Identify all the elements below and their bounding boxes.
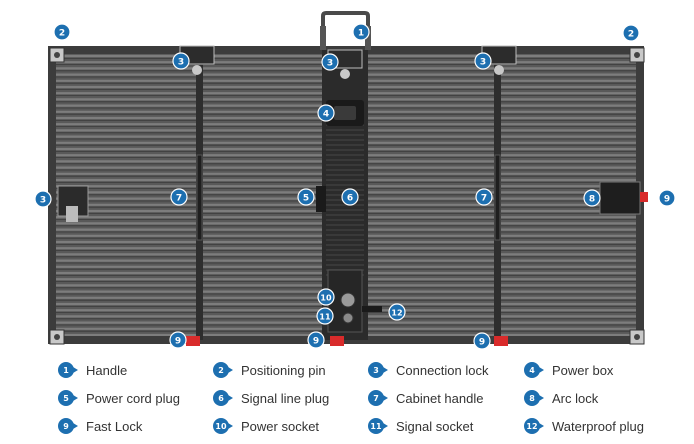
waterproof-plug-body (362, 306, 382, 312)
callout-number: 3 (327, 58, 333, 68)
callout-number: 11 (319, 312, 331, 321)
callout-number: 5 (303, 193, 309, 203)
fast-lock-tab-bottom (494, 336, 508, 346)
corner-pin-hole (634, 334, 640, 340)
cabinet-handle-grip (197, 155, 202, 240)
corner-pin-hole (54, 52, 60, 58)
callout-number: 3 (40, 195, 46, 205)
left-lock-knob (66, 206, 78, 222)
connection-lock-knob (340, 69, 350, 79)
callout-waterproof-plug: 12 (389, 304, 405, 320)
signal-socket-body (343, 313, 353, 323)
callout-handle: 1 (353, 24, 369, 40)
callout-number: 3 (480, 57, 486, 67)
callout-lock-top-left: 3 (173, 53, 189, 69)
callout-pin-left: 2 (54, 24, 70, 40)
callout-cabinet-handle-left: 7 (171, 189, 187, 205)
callout-number: 12 (391, 308, 402, 317)
callout-number: 7 (176, 193, 182, 203)
callout-arc-lock: 8 (584, 190, 600, 206)
fast-lock-tab-bottom (330, 336, 344, 346)
callout-number: 2 (628, 29, 634, 39)
callout-signal-socket: 11 (317, 308, 333, 324)
handle-post-left (320, 26, 326, 50)
connection-lock-knob (494, 65, 504, 75)
power-socket-body (341, 293, 355, 307)
callout-lock-left: 3 (35, 191, 51, 207)
corner-pin-hole (54, 334, 60, 340)
callout-number: 9 (175, 336, 181, 346)
callout-number: 8 (589, 194, 595, 204)
callout-power-socket: 10 (318, 289, 334, 305)
arc-lock-body (600, 182, 640, 214)
callout-number: 1 (358, 28, 364, 38)
callout-lock-top-center: 3 (322, 54, 338, 70)
callout-fast-lock-bottom-center: 9 (308, 332, 324, 348)
callout-number: 9 (313, 336, 319, 346)
callout-number: 6 (347, 193, 353, 203)
callout-lock-top-right: 3 (475, 53, 491, 69)
callout-number: 9 (664, 194, 670, 204)
led-cabinet (48, 13, 648, 346)
callout-number: 3 (178, 57, 184, 67)
callout-number: 2 (59, 28, 65, 38)
callout-number: 7 (481, 193, 487, 203)
connection-lock-knob (192, 65, 202, 75)
callout-number: 9 (479, 337, 485, 347)
callout-cabinet-handle-right: 7 (476, 189, 492, 205)
callout-pin-right: 2 (623, 25, 639, 41)
callout-power-box: 4 (318, 105, 334, 121)
callout-number: 10 (320, 293, 332, 302)
power-cord-plug-body (316, 186, 326, 212)
fast-lock-tab-right (640, 192, 648, 202)
callout-number: 4 (323, 109, 329, 119)
cabinet-handle-grip (495, 155, 500, 240)
corner-pin-hole (634, 52, 640, 58)
callout-fast-lock-right: 9 (659, 190, 675, 206)
callout-signal-line-plug: 6 (342, 189, 358, 205)
fast-lock-tab-bottom (186, 336, 200, 346)
callout-fast-lock-bottom-right: 9 (474, 333, 490, 349)
callout-power-cord-plug: 5 (298, 189, 314, 205)
callout-fast-lock-bottom-left: 9 (170, 332, 186, 348)
power-box-label (334, 106, 356, 120)
